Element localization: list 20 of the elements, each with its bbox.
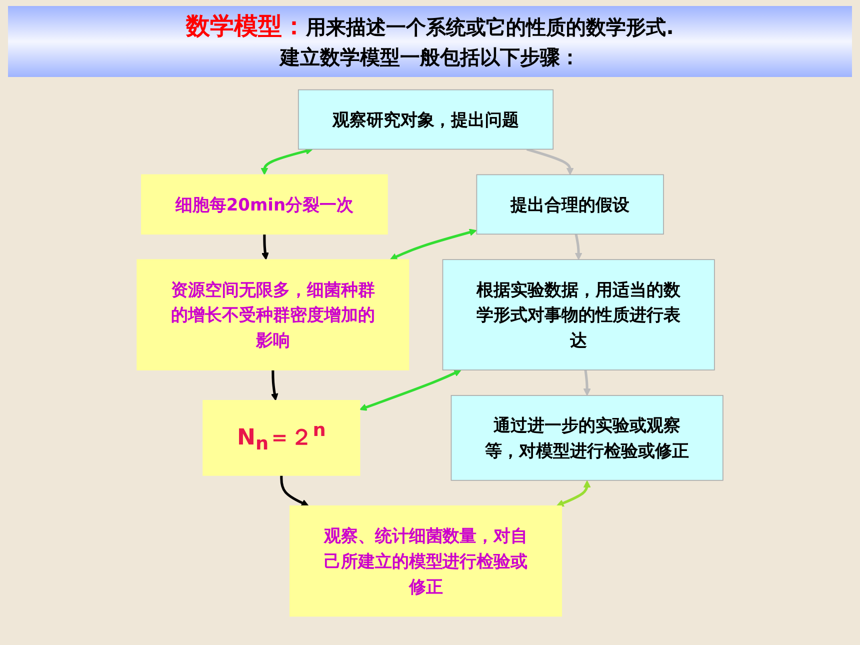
node-box: 提出合理的假设 [476,174,664,235]
node-box: 观察、统计细菌数量，对自己所建立的模型进行检验或修正 [289,505,562,617]
arrow [359,370,462,411]
node-box: 观察研究对象，提出问题 [298,89,554,150]
arrow [260,147,313,176]
arrow [280,475,309,506]
node-box: N$_{n}$＝２$^{n}$ [202,400,360,476]
arrow [574,234,582,260]
arrow [261,234,269,260]
arrow [556,480,591,507]
arrow [526,148,574,176]
node-box: 通过进一步的实验或观察等，对模型进行检验或修正 [450,395,724,481]
title: 数学模型：用来描述一个系统或它的性质的数学形式. [184,11,675,42]
node-box: 细胞每20min分裂一次 [141,174,388,235]
arrow [583,370,591,396]
subtitle: 建立数学模型一般包括以下步骤： [278,44,581,71]
arrow [390,228,477,260]
node-box: 资源空间无限多，细菌种群的增长不受种群密度增加的影响 [136,259,410,370]
arrow [270,370,278,401]
node-box: 根据实验数据，用适当的数学形式对事物的性质进行表达 [442,259,715,370]
